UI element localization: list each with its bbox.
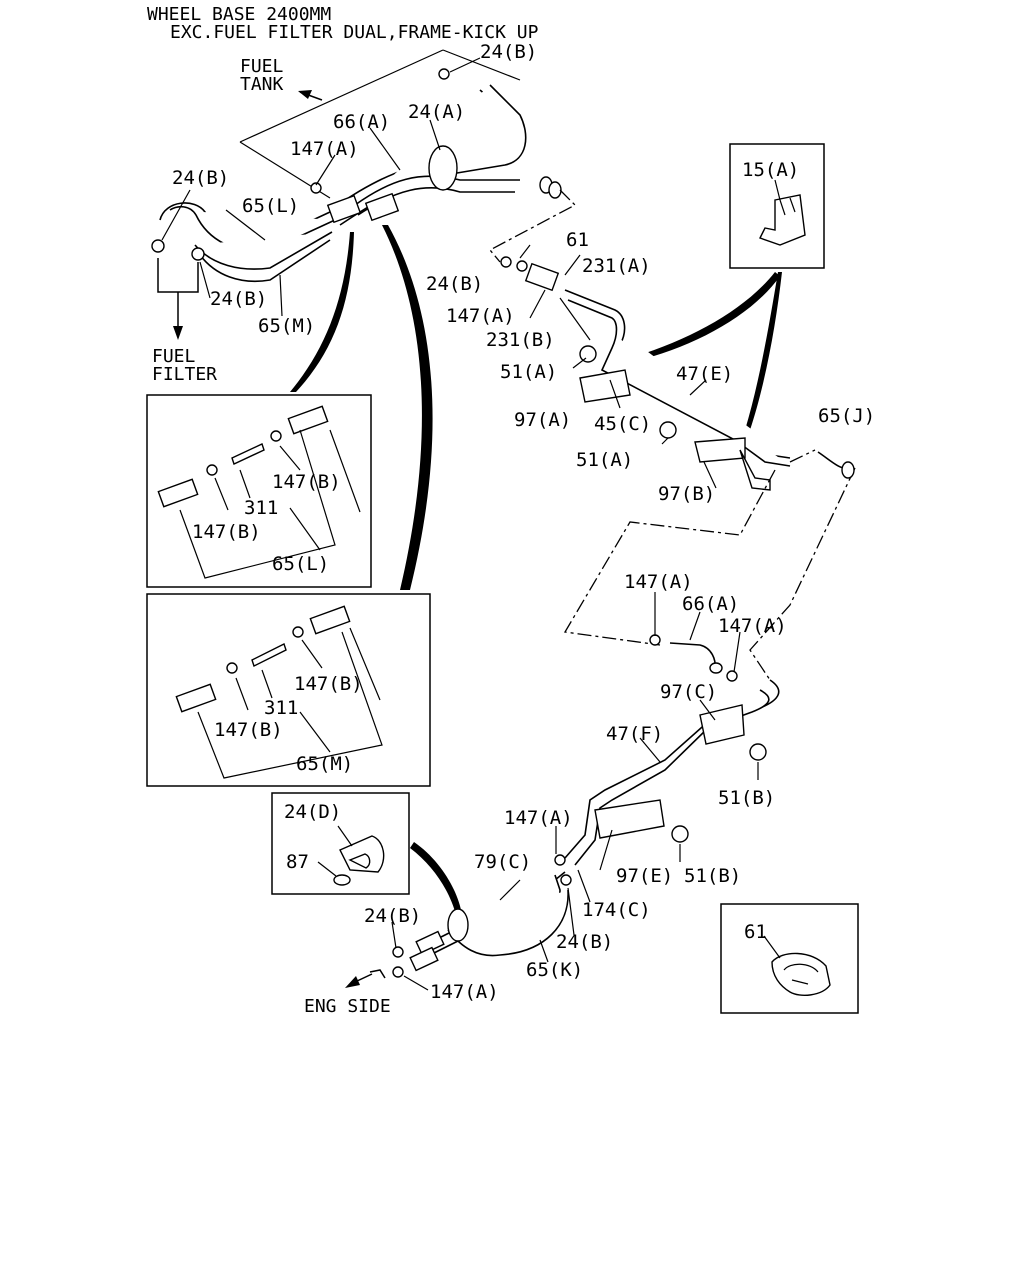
upper-hose-assembly xyxy=(151,49,577,590)
label-51b-2: 51(B) xyxy=(684,865,741,887)
detail-box-24d: 24(D) 87 xyxy=(271,792,410,895)
label-61-top: 61 xyxy=(566,229,589,251)
detail-box-65m: 147(B) 311 147(B) 65(M) xyxy=(146,593,431,787)
label-65j: 65(J) xyxy=(818,405,875,427)
label-147a-top: 147(A) xyxy=(290,138,359,160)
fuel-filter-line-2: FILTER xyxy=(152,364,217,385)
box65m-65m: 65(M) xyxy=(296,753,353,775)
box65m-311: 311 xyxy=(264,697,298,719)
box65l-311: 311 xyxy=(244,497,278,519)
label-147a-mid2: 147(A) xyxy=(718,615,787,637)
label-97e: 97(E) xyxy=(616,865,673,887)
label-24b-mid: 24(B) xyxy=(210,288,267,310)
box65l-65l: 65(L) xyxy=(272,553,329,575)
label-47e: 47(E) xyxy=(676,363,733,385)
pipe-79c-assembly xyxy=(345,871,569,991)
label-79c: 79(C) xyxy=(474,851,531,873)
label-24b-low1: 24(B) xyxy=(364,905,421,927)
label-51a-1: 51(A) xyxy=(500,361,557,383)
header-line-1: WHEEL BASE 2400MM xyxy=(147,4,331,25)
label-97b: 97(B) xyxy=(658,483,715,505)
label-51b-1: 51(B) xyxy=(718,787,775,809)
label-97c: 97(C) xyxy=(660,681,717,703)
detail-box-65l: 147(B) 311 147(B) 65(L) xyxy=(146,394,372,588)
pipe-47e-assembly xyxy=(500,244,856,681)
box-label-87: 87 xyxy=(286,851,309,873)
label-24a: 24(A) xyxy=(408,101,465,123)
label-65l: 65(L) xyxy=(242,195,299,217)
label-231a: 231(A) xyxy=(582,255,651,277)
fuel-tank-line-2: TANK xyxy=(240,74,284,95)
label-24b-low2: 24(B) xyxy=(556,931,613,953)
label-65k: 65(K) xyxy=(526,959,583,981)
label-65m: 65(M) xyxy=(258,315,315,337)
label-66a-mid: 66(A) xyxy=(682,593,739,615)
label-147a-mid: 147(A) xyxy=(624,571,693,593)
detail-box-15a: 15(A) xyxy=(729,143,825,269)
box65l-147b-1: 147(B) xyxy=(272,471,341,493)
label-45c: 45(C) xyxy=(594,413,651,435)
detail-box-61: 61 xyxy=(720,903,859,1014)
label-24b-center: 24(B) xyxy=(426,273,483,295)
label-97a: 97(A) xyxy=(514,409,571,431)
eng-side-label: ENG SIDE xyxy=(304,996,391,1017)
box-label-24d: 24(D) xyxy=(284,801,341,823)
label-24b-left: 24(B) xyxy=(172,167,229,189)
label-147a-bottom: 147(A) xyxy=(430,981,499,1003)
box-label-61: 61 xyxy=(744,921,767,943)
pipe-47f-assembly xyxy=(554,592,780,936)
fuel-tank-line-1: FUEL xyxy=(240,56,284,77)
label-174c: 174(C) xyxy=(582,899,651,921)
label-24b-top: 24(B) xyxy=(480,41,537,63)
label-231b: 231(B) xyxy=(486,329,555,351)
box-label-15a: 15(A) xyxy=(742,159,799,181)
label-51a-2: 51(A) xyxy=(576,449,633,471)
callout-15a-left xyxy=(630,272,780,362)
box65m-147b-1: 147(B) xyxy=(294,673,363,695)
box65l-147b-2: 147(B) xyxy=(192,521,261,543)
label-147a-low: 147(A) xyxy=(504,807,573,829)
label-147a-center: 147(A) xyxy=(446,305,515,327)
fuel-filter-line-1: FUEL xyxy=(152,346,196,367)
label-66a-top: 66(A) xyxy=(333,111,390,133)
callout-15a-right xyxy=(745,272,782,430)
box65m-147b-2: 147(B) xyxy=(214,719,283,741)
label-47f: 47(F) xyxy=(606,723,663,745)
callout-24d xyxy=(410,842,462,915)
header-line-2: EXC.FUEL FILTER DUAL,FRAME-KICK UP xyxy=(170,22,539,43)
